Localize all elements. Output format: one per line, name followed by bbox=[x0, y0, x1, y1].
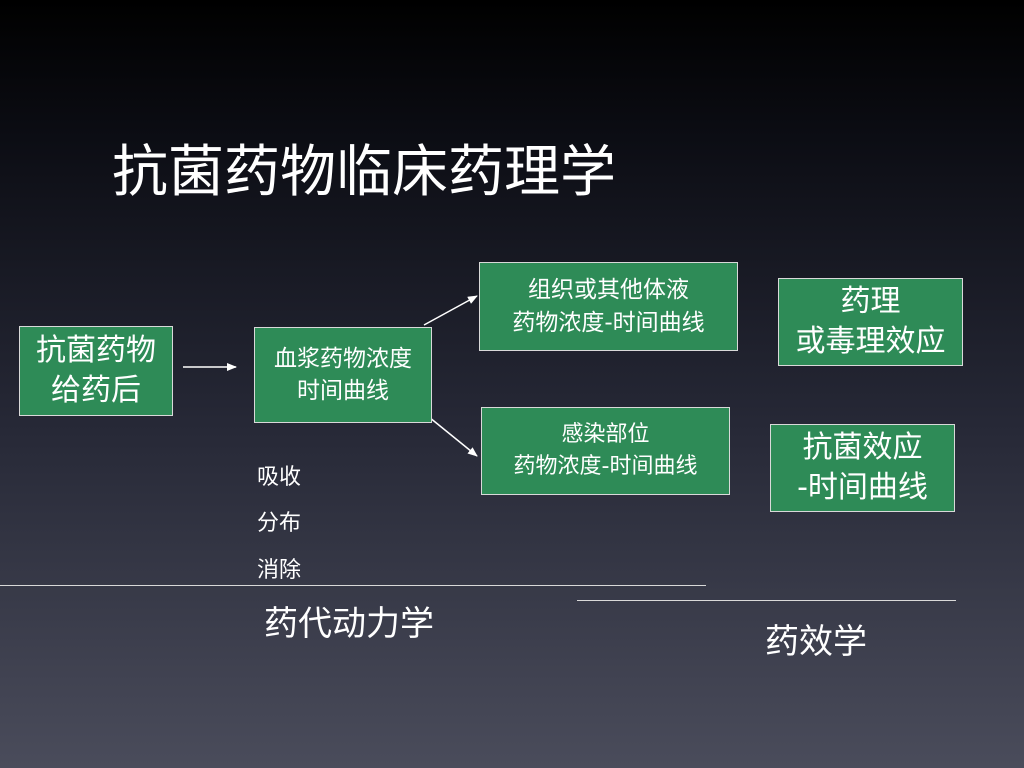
pharmacodynamics-divider bbox=[577, 600, 956, 601]
adme-elimination: 消除 bbox=[257, 558, 302, 583]
box-plasma-concentration: 血浆药物浓度 时间曲线 bbox=[254, 327, 432, 423]
box-infection-site-line2: 药物浓度-时间曲线 bbox=[513, 454, 698, 479]
box-antibacterial-effect-line2: -时间曲线 bbox=[797, 470, 928, 505]
adme-distribution: 分布 bbox=[257, 511, 302, 536]
adme-absorption: 吸收 bbox=[257, 465, 302, 490]
box-tissue-concentration-line1: 组织或其他体液 bbox=[528, 276, 689, 303]
section-label-pharmacodynamics: 药效学 bbox=[765, 622, 867, 662]
box-pharmacological-effect-line1: 药理 bbox=[840, 284, 901, 319]
box-pharmacological-effect-line2: 或毒理效应 bbox=[795, 324, 946, 359]
box-antibacterial-effect: 抗菌效应 -时间曲线 bbox=[770, 424, 955, 512]
box-plasma-concentration-line2: 时间曲线 bbox=[297, 378, 389, 404]
box-plasma-concentration-line1: 血浆药物浓度 bbox=[274, 346, 412, 372]
box-antibiotic-dosing-line2: 给药后 bbox=[51, 373, 141, 408]
box-antibacterial-effect-line1: 抗菌效应 bbox=[802, 430, 923, 465]
box-infection-site-concentration: 感染部位 药物浓度-时间曲线 bbox=[481, 407, 730, 495]
arrow-plasma-to-tissue bbox=[423, 295, 478, 326]
box-infection-site-line1: 感染部位 bbox=[561, 422, 650, 447]
section-label-pharmacokinetics: 药代动力学 bbox=[264, 604, 434, 644]
box-pharmacological-effect: 药理 或毒理效应 bbox=[778, 278, 963, 366]
slide-title: 抗菌药物临床药理学 bbox=[112, 140, 616, 205]
pharmacokinetics-divider bbox=[0, 585, 706, 586]
box-antibiotic-dosing: 抗菌药物 给药后 bbox=[19, 326, 173, 416]
box-tissue-concentration: 组织或其他体液 药物浓度-时间曲线 bbox=[479, 262, 738, 351]
box-tissue-concentration-line2: 药物浓度-时间曲线 bbox=[512, 309, 705, 336]
box-antibiotic-dosing-line1: 抗菌药物 bbox=[36, 333, 156, 368]
